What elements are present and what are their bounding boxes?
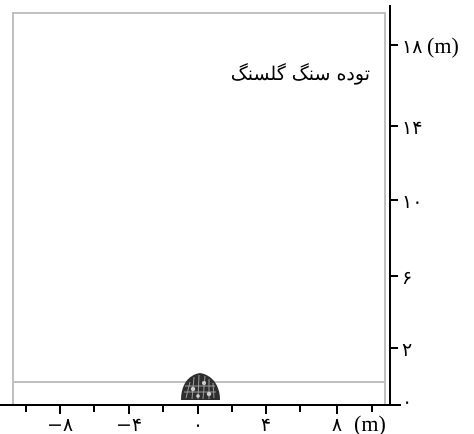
x-axis-unit: (m) <box>354 411 386 434</box>
rock-pile-stone <box>206 391 212 397</box>
y-tick-label: ۲ <box>402 339 412 361</box>
x-axis-ticks <box>25 405 373 414</box>
y-axis-ticks <box>390 44 398 349</box>
rock-pile-stone <box>196 394 200 398</box>
x-tick-label: −۴ <box>116 414 142 434</box>
rock-pile-stone <box>190 386 196 392</box>
x-tick-label: ۰ <box>193 414 203 434</box>
y-axis-unit: (m) <box>427 33 459 58</box>
x-tick-label: ۸ <box>332 414 342 434</box>
x-tick-label: −۸ <box>47 414 73 434</box>
x-tick-label: ۴ <box>261 414 271 434</box>
diagram-title: توده سنگ گلسنگ <box>231 62 370 85</box>
y-tick-label: ۱۰ <box>402 191 422 213</box>
y-tick-label: ۱۴ <box>402 117 422 139</box>
y-tick-label: ۰ <box>402 391 412 413</box>
rock-pile-stone <box>202 381 206 385</box>
y-tick-label: ۶ <box>402 267 412 289</box>
rock-pile <box>181 373 220 400</box>
y-tick-label: ۱۸ <box>402 36 422 58</box>
